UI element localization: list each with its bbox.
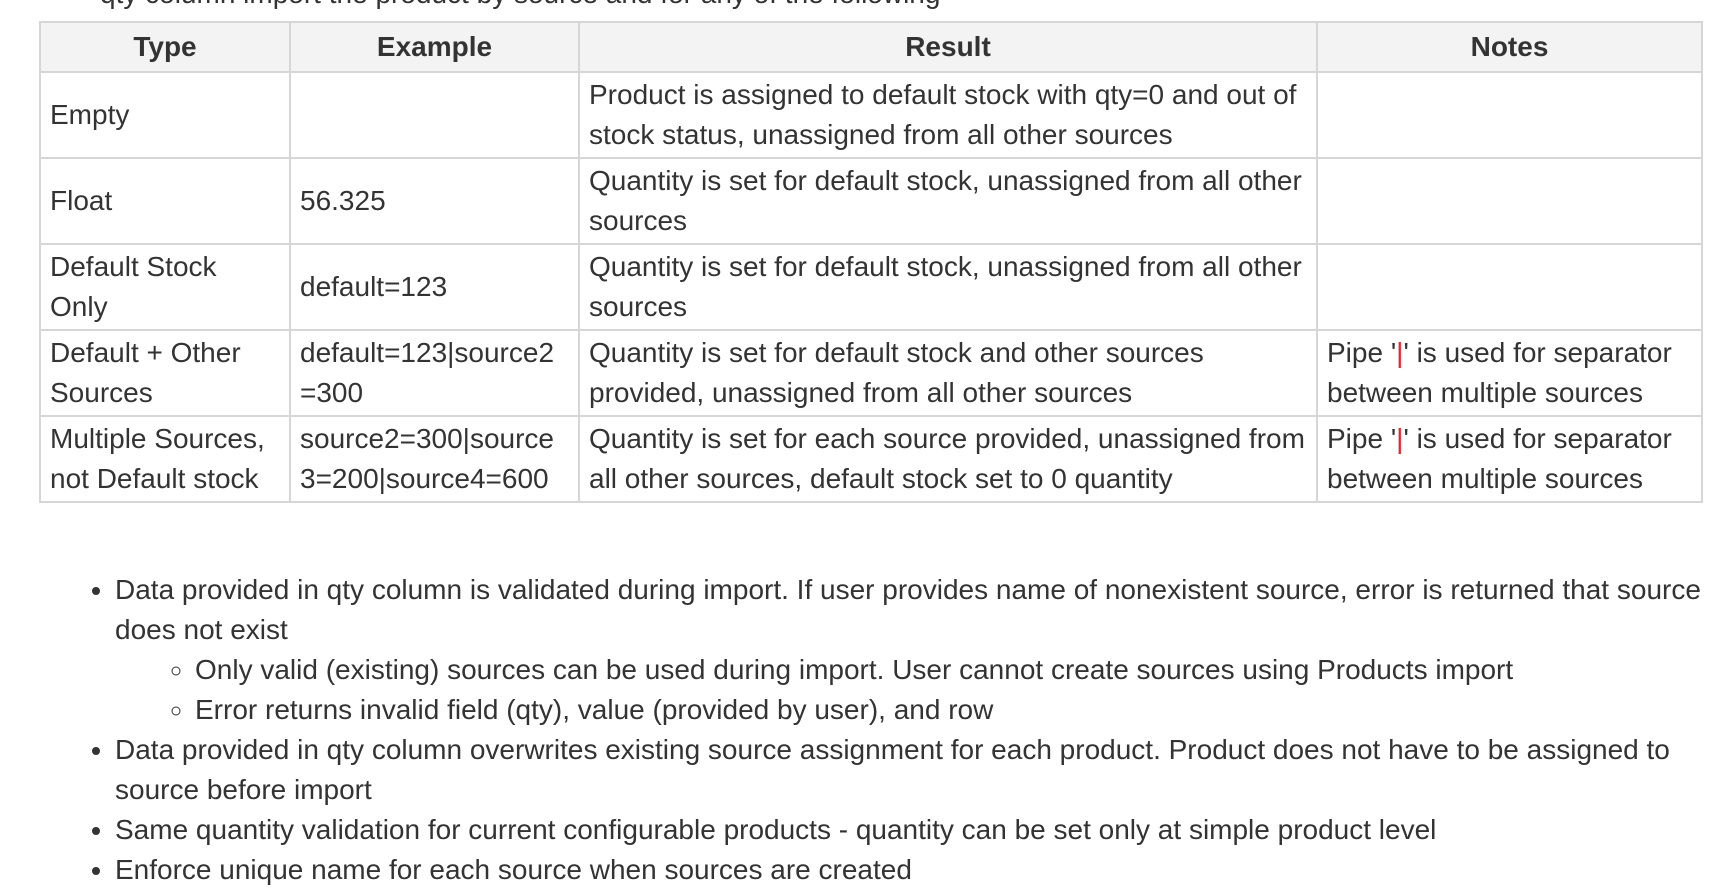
notes-pre: Pipe ' (1327, 337, 1397, 368)
cell-example (289, 71, 580, 159)
cell-type: Multiple Sources, not Default stock (39, 415, 291, 503)
sub-list-item: Only valid (existing) sources can be use… (195, 650, 1732, 690)
notes-pre: Pipe ' (1327, 423, 1397, 454)
cell-example: default=123|source2=300 (289, 329, 580, 417)
cell-result: Quantity is set for default stock, unass… (578, 157, 1318, 245)
partial-top-text: qty column import the product by source … (100, 0, 940, 8)
cell-type: Float (39, 157, 291, 245)
cell-type: Empty (39, 71, 291, 159)
notes-pipe: | (1396, 337, 1404, 368)
header-example: Example (289, 21, 580, 73)
requirements-list: Data provided in qty column is validated… (60, 570, 1732, 890)
notes-post: ' is used for separator between multiple… (1327, 337, 1672, 408)
cell-example: 56.325 (289, 157, 580, 245)
table-row: Multiple Sources, not Default stock sour… (39, 415, 1703, 503)
table-row: Empty Product is assigned to default sto… (39, 71, 1703, 159)
cell-type: Default Stock Only (39, 243, 291, 331)
sub-list-item: Error returns invalid field (qty), value… (195, 690, 1732, 730)
qty-types-table: Type Example Result Notes Empty Product … (39, 21, 1703, 503)
notes-post: ' is used for separator between multiple… (1327, 423, 1672, 494)
cell-result: Quantity is set for default stock and ot… (578, 329, 1318, 417)
cell-result: Quantity is set for default stock, unass… (578, 243, 1318, 331)
header-notes: Notes (1316, 21, 1703, 73)
table-row: Float 56.325 Quantity is set for default… (39, 157, 1703, 245)
cell-notes (1316, 157, 1703, 245)
notes-pipe: | (1396, 423, 1404, 454)
cell-type: Default + Other Sources (39, 329, 291, 417)
header-result: Result (578, 21, 1318, 73)
cell-example: source2=300|source3=200|source4=600 (289, 415, 580, 503)
header-type: Type (39, 21, 291, 73)
list-item: Data provided in qty column overwrites e… (115, 730, 1732, 810)
cell-notes: Pipe '|' is used for separator between m… (1316, 415, 1703, 503)
list-item: Enforce unique name for each source when… (115, 850, 1732, 890)
sub-list: Only valid (existing) sources can be use… (115, 650, 1732, 730)
list-item-text: Data provided in qty column overwrites e… (115, 734, 1670, 805)
table-row: Default + Other Sources default=123|sour… (39, 329, 1703, 417)
list-item: Same quantity validation for current con… (115, 810, 1732, 850)
list-item: Data provided in qty column is validated… (115, 570, 1732, 730)
cell-notes (1316, 243, 1703, 331)
cell-notes: Pipe '|' is used for separator between m… (1316, 329, 1703, 417)
cell-result: Product is assigned to default stock wit… (578, 71, 1318, 159)
table-row: Default Stock Only default=123 Quantity … (39, 243, 1703, 331)
cell-result: Quantity is set for each source provided… (578, 415, 1318, 503)
list-item-text: Same quantity validation for current con… (115, 814, 1437, 845)
table-header-row: Type Example Result Notes (39, 21, 1703, 73)
list-item-text: Enforce unique name for each source when… (115, 854, 912, 885)
cell-notes (1316, 71, 1703, 159)
list-item-text: Data provided in qty column is validated… (115, 574, 1701, 645)
cell-example: default=123 (289, 243, 580, 331)
